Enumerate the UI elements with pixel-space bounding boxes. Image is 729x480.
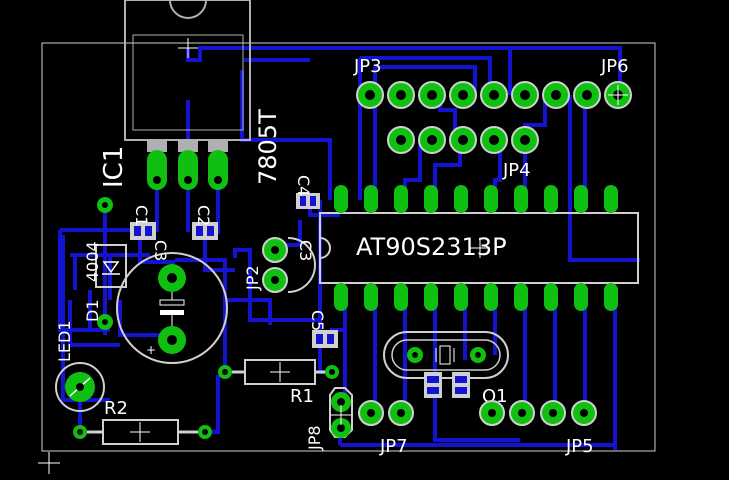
c4-label: C4 <box>294 175 313 196</box>
jp4-label: JP4 <box>502 160 531 181</box>
ic1-pin1-tab <box>147 140 167 152</box>
ic1-mount-hole <box>169 0 207 19</box>
q1-crystal[interactable] <box>383 331 509 398</box>
c2-label: C2 <box>194 205 213 226</box>
d1-diode[interactable] <box>95 197 127 330</box>
jp5-header[interactable] <box>479 400 597 426</box>
origin-cross <box>38 452 60 474</box>
c5-label: C5 <box>308 310 327 331</box>
mcu-value-label: AT90S2313P <box>356 233 507 261</box>
r1-label: R1 <box>290 386 314 407</box>
jp4-header[interactable] <box>387 126 539 154</box>
jp6-header[interactable] <box>604 81 632 109</box>
d1-value-label: 4004 <box>83 241 102 282</box>
d1-label: D1 <box>83 300 102 323</box>
jp3-label: JP3 <box>353 56 382 77</box>
c3-cap-small-label: C3 <box>296 240 315 261</box>
board-outline <box>41 42 656 452</box>
ic1-pin2-tab <box>178 140 198 152</box>
jp5-label: JP5 <box>565 436 594 457</box>
c1-capacitor[interactable] <box>130 222 156 240</box>
c2-capacitor[interactable] <box>192 222 218 240</box>
jp8-label: JP8 <box>305 425 324 451</box>
led1-label: LED1 <box>55 320 74 362</box>
ic1-pads <box>147 150 228 190</box>
mcu-body-outline <box>319 212 639 284</box>
jp7-header[interactable] <box>358 400 414 426</box>
jp6-label: JP6 <box>600 56 629 77</box>
r2-label: R2 <box>104 398 128 419</box>
mcu-origin-cross <box>470 238 490 258</box>
ic1-pin3-tab <box>208 140 228 152</box>
svg-text:+: + <box>146 343 156 357</box>
c5-capacitor[interactable] <box>312 330 338 348</box>
led1[interactable] <box>55 362 105 412</box>
jp8-header[interactable] <box>329 387 353 438</box>
jp2-label: JP2 <box>243 265 262 291</box>
mcu-notch <box>319 237 331 259</box>
jp3-header[interactable] <box>356 81 601 109</box>
ic1-heatsink-outline <box>132 34 244 131</box>
c4-capacitor[interactable] <box>296 193 320 209</box>
c3-label: C3 <box>151 240 170 261</box>
mcu-top-pads <box>334 185 618 213</box>
ic1-name-label: IC1 <box>99 146 129 188</box>
jp7-label: JP7 <box>379 436 408 457</box>
r1-resistor[interactable] <box>218 359 339 385</box>
mcu-bottom-pads <box>334 283 618 311</box>
ic1-regulator[interactable] <box>124 0 251 152</box>
c1-label: C1 <box>132 205 151 226</box>
ic1-value-label: 7805T <box>254 109 282 185</box>
r2-resistor[interactable] <box>73 419 212 445</box>
ic1-origin-cross <box>178 38 198 58</box>
mcu-chip[interactable] <box>319 212 639 284</box>
c3-capacitor[interactable]: + <box>116 252 228 364</box>
jp2-header[interactable] <box>262 237 316 293</box>
